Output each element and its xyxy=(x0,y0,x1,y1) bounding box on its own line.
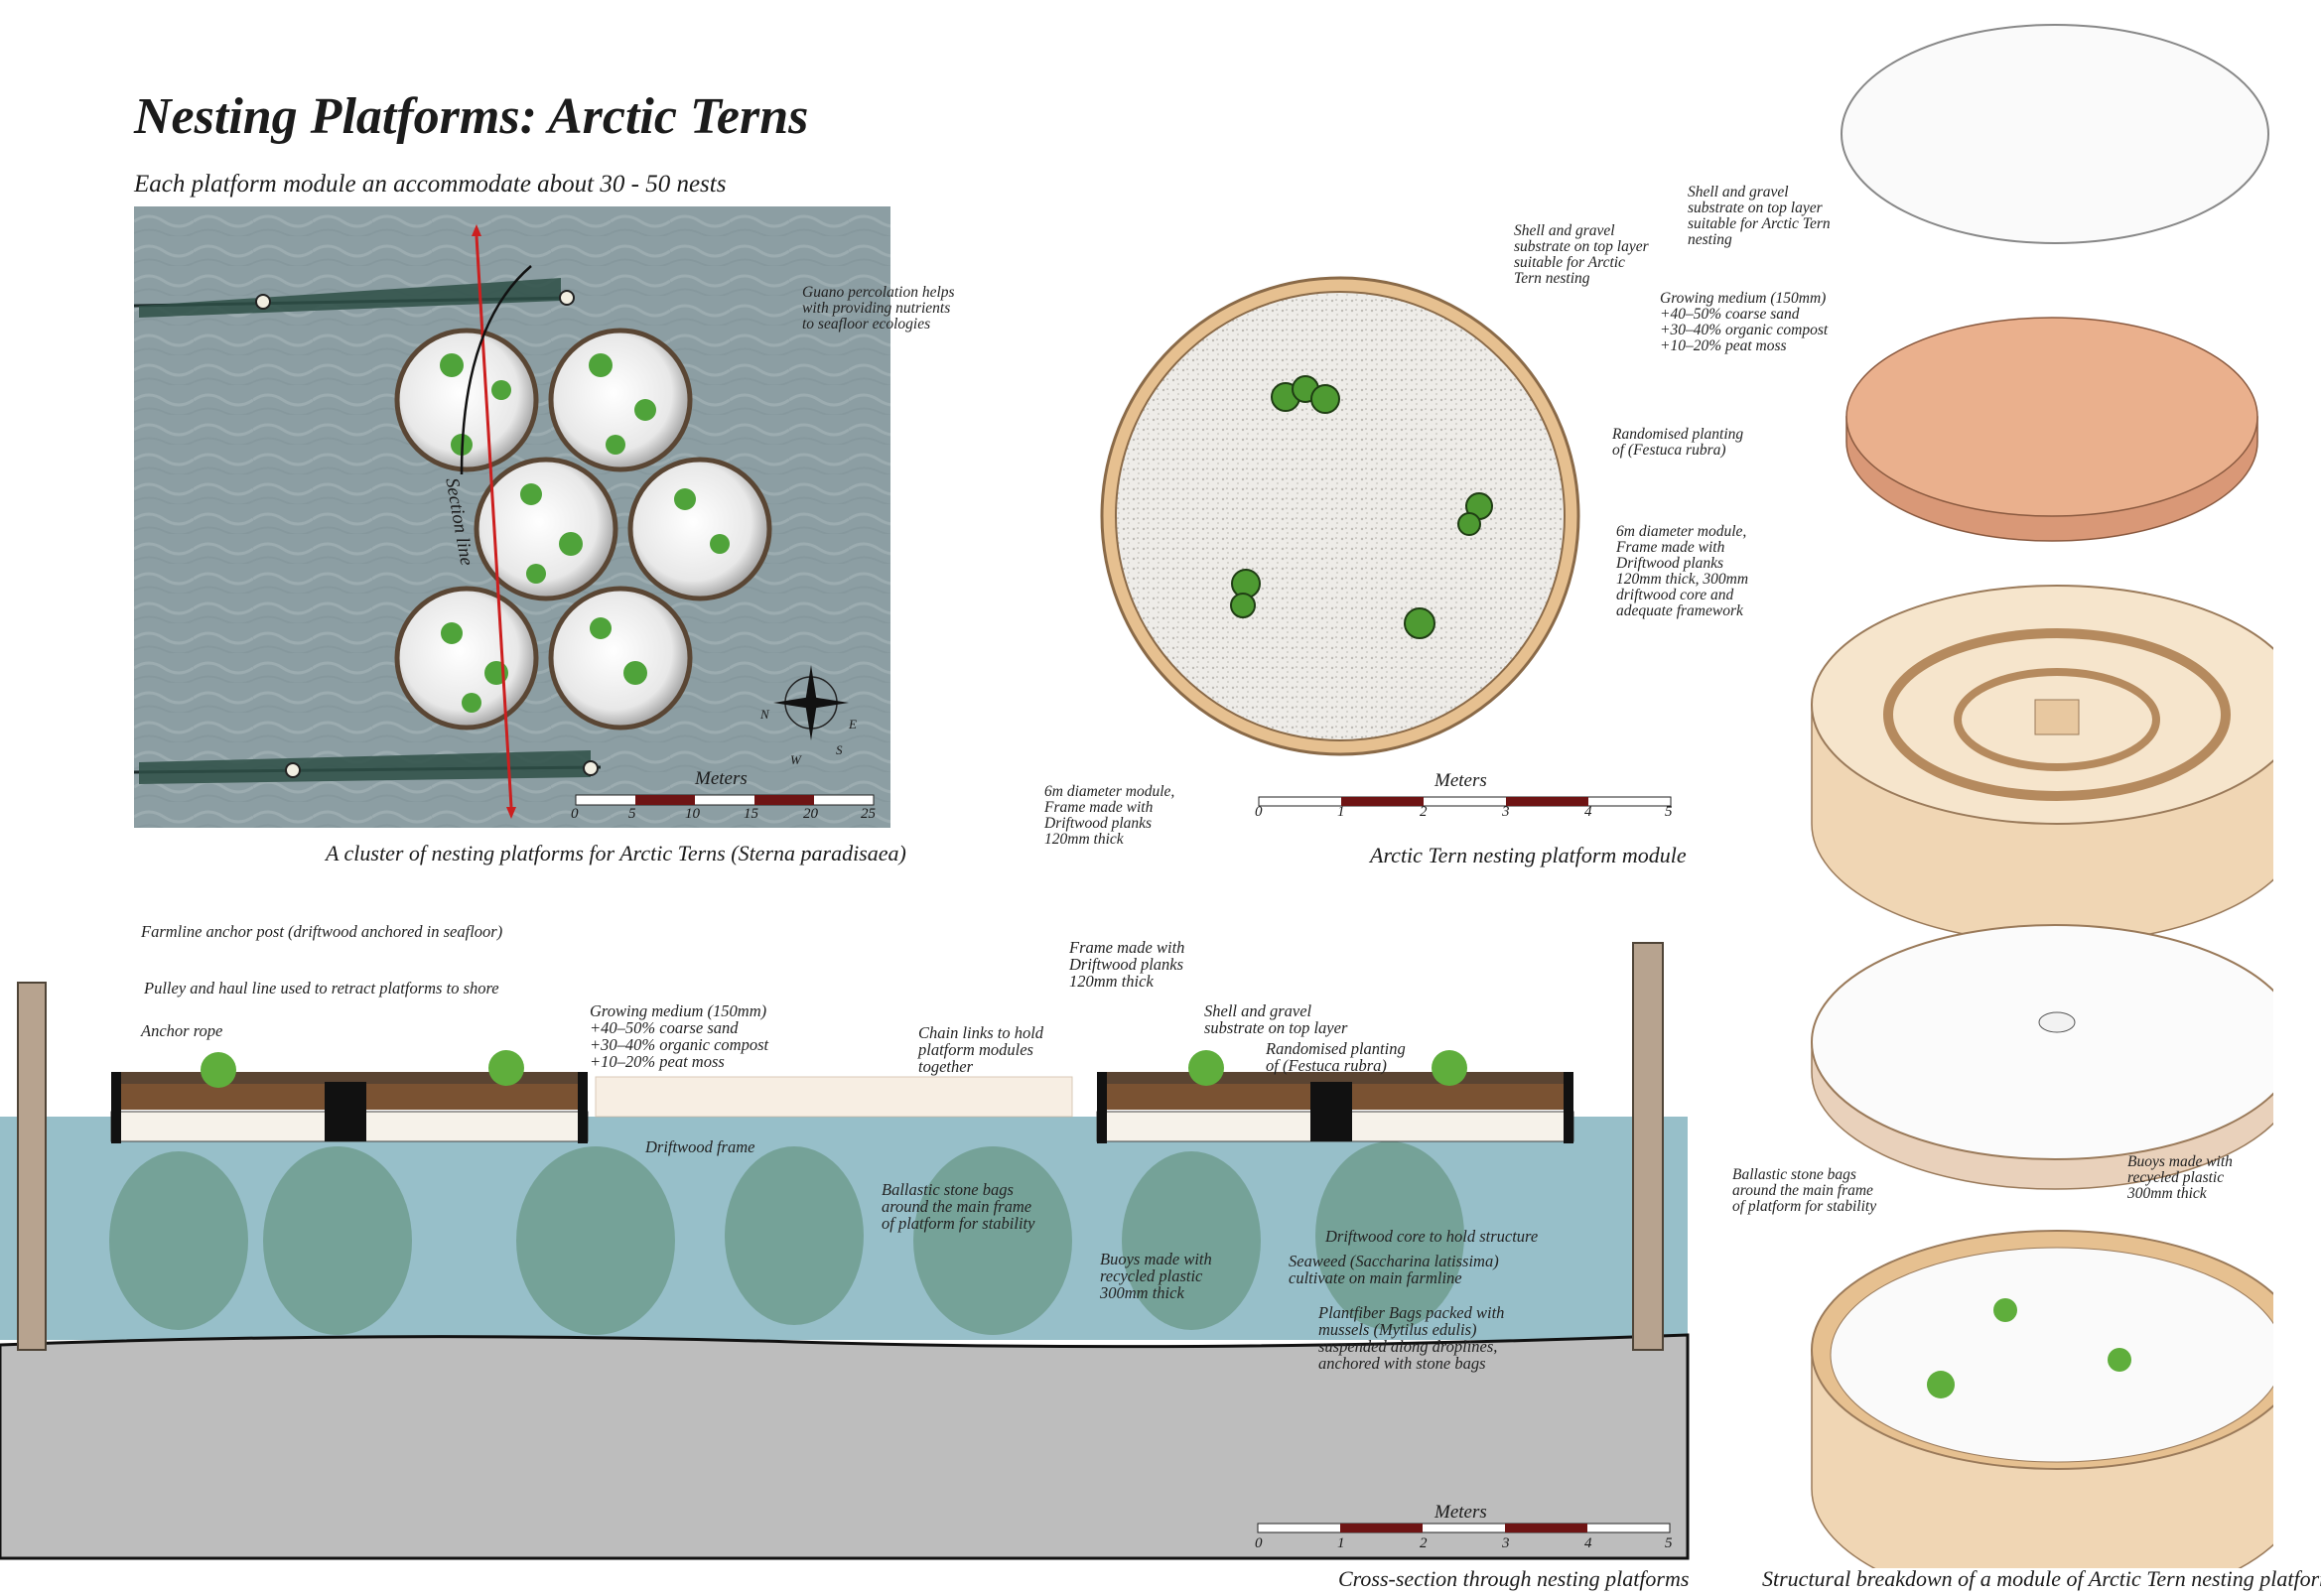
page-subtitle: Each platform module an accommodate abou… xyxy=(134,171,727,198)
module-planting-note: Randomised planting of (Festuca rubra) xyxy=(1612,426,1744,459)
pulley-note: Pulley and haul line used to retract pla… xyxy=(144,979,499,998)
cluster-scale-tick-5: 25 xyxy=(861,806,876,822)
cluster-caption: A cluster of nesting platforms for Arcti… xyxy=(326,841,906,865)
festuca-planting-group xyxy=(1230,375,1493,639)
compass-n: N xyxy=(760,707,769,722)
platform-module-3 xyxy=(474,457,618,601)
platform-module-4 xyxy=(627,457,772,601)
growing-medium-layer xyxy=(1845,317,2258,542)
anchor-post-right xyxy=(1632,942,1664,1351)
cluster-scale-title: Meters xyxy=(695,768,748,789)
cross-section-view xyxy=(0,942,1690,1560)
section-buoys-note: Buoys made with recycled plastic 300mm t… xyxy=(1100,1250,1212,1302)
buoy-ballast-layer xyxy=(1811,924,2273,1190)
section-caption: Cross-section through nesting platforms xyxy=(1338,1566,1690,1591)
module-substrate-note: Shell and gravel substrate on top layer … xyxy=(1514,222,1649,287)
exploded-ballast-note: Ballastic stone bags around the main fra… xyxy=(1732,1166,1877,1215)
module-scale-bar xyxy=(1258,796,1672,807)
section-plantfiber-note: Plantfiber Bags packed with mussels (Myt… xyxy=(1318,1303,1505,1373)
platform-module-2 xyxy=(548,328,693,472)
compass-s: S xyxy=(836,742,843,757)
section-frame-note: Frame made with Driftwood planks 120mm t… xyxy=(1069,938,1185,991)
anchor-rope-note: Anchor rope xyxy=(141,1021,223,1040)
module-scale-tick-0: 0 xyxy=(1255,804,1263,820)
driftwood-frame-layer xyxy=(1811,585,2273,944)
guano-note: Guano percolation helps with providing n… xyxy=(802,284,955,332)
section-seaweed-note: Seaweed (Saccharina latissima) cultivate… xyxy=(1289,1252,1499,1287)
platform-section-right xyxy=(1096,1050,1574,1143)
section-planting-note: Randomised planting of (Festuca rubra) xyxy=(1266,1039,1406,1075)
cluster-scale-tick-1: 5 xyxy=(628,806,636,822)
seaweed-farmline-top xyxy=(134,278,575,318)
driftwood-frame-note: Driftwood frame xyxy=(645,1137,755,1156)
compass-icon xyxy=(773,665,849,740)
section-scale-tick-5: 5 xyxy=(1665,1535,1673,1551)
cluster-scale-tick-0: 0 xyxy=(571,806,579,822)
section-ballast-note: Ballastic stone bags around the main fra… xyxy=(882,1180,1035,1233)
anchor-post-note: Farmline anchor post (driftwood anchored… xyxy=(141,922,503,941)
section-scale-bar xyxy=(1257,1523,1671,1533)
section-core-note: Driftwood core to hold structure xyxy=(1325,1227,1539,1246)
assembled-module xyxy=(1811,1230,2273,1568)
section-scale-tick-0: 0 xyxy=(1255,1535,1263,1551)
platform-module-6 xyxy=(548,586,693,731)
anchor-post-left xyxy=(17,982,47,1351)
section-scale-tick-4: 4 xyxy=(1584,1535,1592,1551)
module-scale-title: Meters xyxy=(1434,770,1487,791)
platform-section-left xyxy=(110,1050,589,1143)
seafloor xyxy=(0,1333,1690,1560)
section-scale-tick-1: 1 xyxy=(1337,1535,1345,1551)
chain-links-note: Chain links to hold platform modules tog… xyxy=(918,1023,1044,1076)
seaweed-plants xyxy=(109,1141,1464,1335)
cluster-scale-tick-3: 15 xyxy=(744,806,758,822)
cluster-scale-tick-4: 20 xyxy=(803,806,818,822)
exploded-frame-note: 6m diameter module, Frame made with Drif… xyxy=(1616,523,1749,619)
compass-e: E xyxy=(849,717,857,732)
top-gravel-layer xyxy=(1841,24,2269,244)
exploded-growing-medium-note: Growing medium (150mm) +40–50% coarse sa… xyxy=(1660,290,1829,354)
section-line xyxy=(475,235,513,808)
section-scale-tick-3: 3 xyxy=(1502,1535,1510,1551)
module-scale-tick-1: 1 xyxy=(1337,804,1345,820)
exploded-view xyxy=(1811,24,2273,1568)
cluster-scale-bar xyxy=(575,794,875,806)
module-caption: Arctic Tern nesting platform module xyxy=(1370,843,1687,867)
page-title: Nesting Platforms: Arctic Terns xyxy=(134,88,809,145)
section-substrate-note: Shell and gravel substrate on top layer xyxy=(1204,1001,1348,1037)
module-scale-tick-4: 4 xyxy=(1584,804,1592,820)
section-scale-title: Meters xyxy=(1434,1502,1487,1523)
breakdown-caption: Structural breakdown of a module of Arct… xyxy=(1762,1566,2321,1591)
module-scale-tick-3: 3 xyxy=(1502,804,1510,820)
module-plan-view xyxy=(1100,276,1580,756)
module-scale-tick-2: 2 xyxy=(1420,804,1428,820)
platform-module-5 xyxy=(394,586,539,731)
section-growing-medium-note: Growing medium (150mm) +40–50% coarse sa… xyxy=(590,1001,769,1071)
module-scale-tick-5: 5 xyxy=(1665,804,1673,820)
seaweed-farmline-bottom xyxy=(134,750,602,784)
section-scale-tick-2: 2 xyxy=(1420,1535,1428,1551)
compass-w: W xyxy=(790,752,801,767)
cluster-scale-tick-2: 10 xyxy=(685,806,700,822)
exploded-top-note: Shell and gravel substrate on top layer … xyxy=(1688,184,1831,248)
cluster-aerial-view xyxy=(134,206,890,828)
exploded-buoys-note: Buoys made with recycled plastic 300mm t… xyxy=(2127,1153,2233,1202)
module-frame-note: 6m diameter module, Frame made with Drif… xyxy=(1044,783,1175,848)
